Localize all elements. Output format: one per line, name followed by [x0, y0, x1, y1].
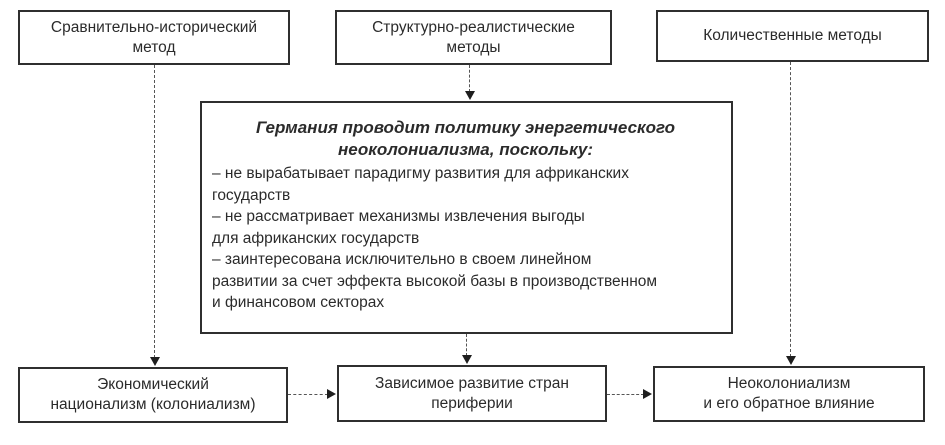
box-label: Экономический национализм (колониализм)	[50, 376, 256, 413]
box-neocolonialism-influence: Неоколониализм и его обратное влияние	[653, 366, 925, 422]
thesis-bullet-2: – не рассматривает механизмы извлечения …	[212, 208, 585, 247]
box-label: Количественные методы	[703, 27, 882, 44]
box-economic-nationalism: Экономический национализм (колониализм)	[18, 367, 288, 423]
arrow-structural-to-thesis	[465, 65, 475, 100]
arrow-dependent-to-neocolonialism	[607, 389, 652, 399]
thesis-heading: Германия проводит политику энергетическо…	[255, 118, 676, 159]
arrow-quantitative-to-neocolonialism	[786, 62, 796, 365]
arrow-thesis-to-dependent	[462, 334, 472, 364]
box-structural-realistic-methods: Структурно-реалистические методы	[335, 10, 612, 65]
box-label: Неоколониализм и его обратное влияние	[703, 375, 875, 412]
thesis-bullet-1: – не вырабатывает парадигму развития для…	[212, 165, 629, 204]
box-label: Структурно-реалистические методы	[372, 18, 575, 56]
box-label: Зависимое развитие стран периферии	[375, 374, 569, 412]
box-comparative-historical-method: Сравнительно-исторический метод	[18, 10, 290, 65]
arrow-nationalism-to-dependent	[288, 389, 336, 399]
box-dependent-development: Зависимое развитие стран периферии	[337, 365, 607, 422]
box-label: Сравнительно-исторический метод	[50, 18, 258, 56]
arrow-comparative-to-nationalism	[150, 65, 160, 366]
box-quantitative-methods: Количественные методы	[656, 10, 929, 62]
thesis-bullet-3: – заинтересована исключительно в своем л…	[212, 251, 658, 311]
box-thesis-germany-energy-neocolonialism: Германия проводит политику энергетическо…	[200, 101, 733, 334]
